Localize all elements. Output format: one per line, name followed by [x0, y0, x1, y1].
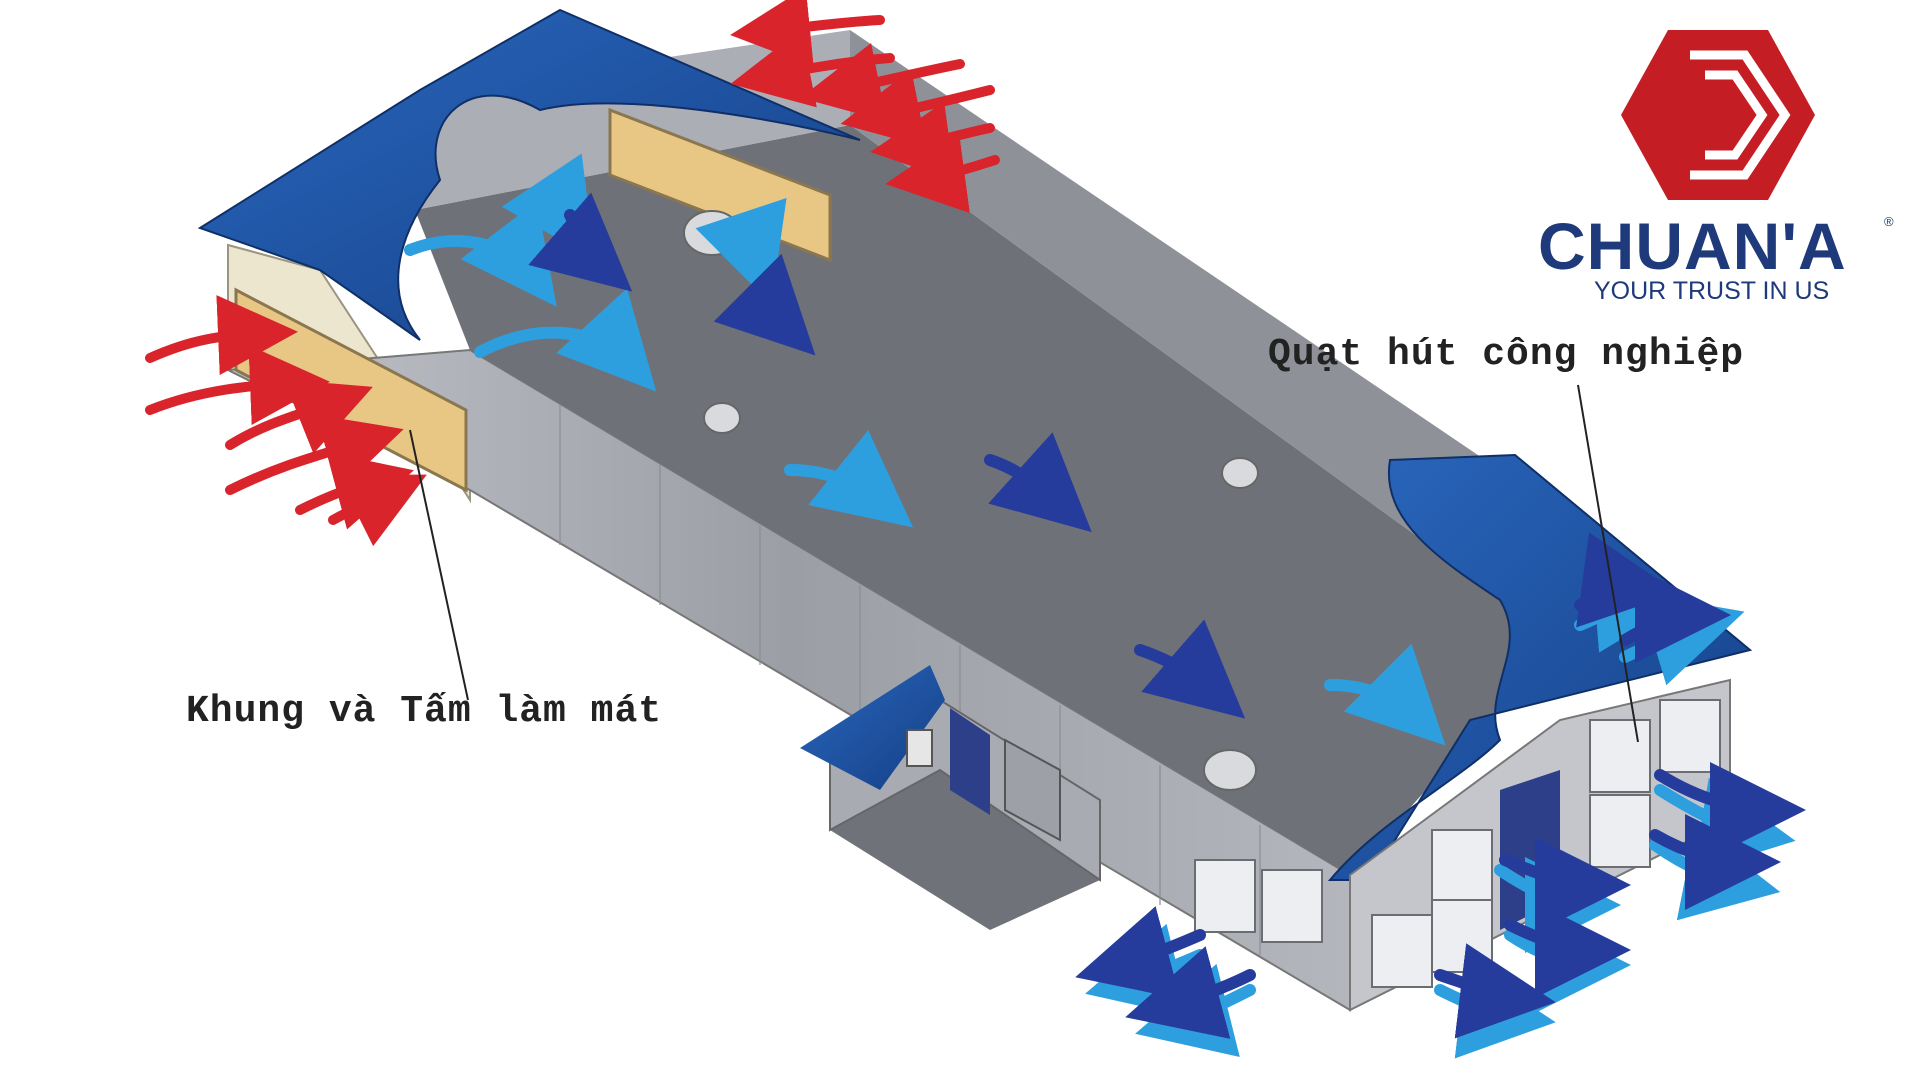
exhaust-fan — [1261, 869, 1323, 943]
hot-air-arrow — [145, 295, 298, 376]
circulation-fan — [1221, 457, 1259, 489]
exhaust-air-arrows — [528, 192, 1806, 1039]
control-room-annex — [800, 665, 1101, 930]
cool-air-arrow — [404, 201, 557, 307]
logo-hexagon — [1621, 30, 1815, 200]
leader-line-cooling-pad — [409, 429, 469, 701]
hot-air-arrow — [885, 133, 1000, 214]
exhaust-fan — [1431, 899, 1493, 973]
cooling-pad-label: Khung và Tấm làm mát — [186, 690, 663, 733]
exhaust-air-arrow — [1134, 619, 1246, 719]
hot-air-arrow — [225, 414, 404, 495]
roof-left — [197, 8, 861, 341]
exhaust-air-arrow — [1434, 943, 1556, 1039]
exhaust-air-arrow — [984, 432, 1092, 533]
exhaust-air-arrow — [1654, 761, 1806, 858]
registered-mark: ® — [1884, 214, 1894, 229]
cool-air-arrow — [784, 430, 914, 528]
wall-panel-lines — [559, 405, 1261, 955]
annex-roof — [800, 665, 945, 790]
hot-air-arrows — [145, 0, 1000, 547]
exhaust-air-arrow — [528, 192, 633, 292]
hot-air-arrow — [225, 379, 373, 454]
brand-name: CHUAN'A — [1538, 209, 1847, 283]
exhaust-air-arrow — [713, 253, 816, 356]
exhaust-fan — [1194, 859, 1256, 933]
exhaust-fan — [1431, 829, 1493, 903]
exhaust-air-arrow — [1619, 567, 1731, 664]
brand-logo-emblem — [1621, 30, 1815, 200]
circulation-fan — [683, 210, 741, 256]
hot-air-arrow — [145, 345, 330, 425]
barn-floor — [415, 125, 1560, 875]
cool-air-arrow — [474, 288, 657, 392]
annex-window — [1004, 738, 1061, 842]
hot-air-arrow — [730, 0, 885, 67]
cool-air-arrow — [1324, 643, 1446, 746]
roof-right — [1327, 453, 1753, 881]
annex-door — [950, 708, 990, 815]
brand-tagline: YOUR TRUST IN US — [1594, 277, 1830, 305]
control-panel — [906, 729, 933, 767]
exhaust-fans — [1194, 699, 1721, 988]
exhaust-fan — [1589, 794, 1651, 868]
exhaust-air-arrow — [1504, 901, 1631, 998]
exhaust-fan-label: Quạt hút công nghiệp — [1268, 333, 1745, 376]
back-long-wall — [850, 30, 1560, 640]
exhaust-fan — [1589, 719, 1651, 793]
leader-line-exhaust-fan — [1577, 384, 1639, 743]
exhaust-air-arrow — [1649, 813, 1781, 910]
leader-lines — [409, 384, 1639, 743]
exhaust-air-arrow — [1125, 946, 1256, 1039]
exhaust-fan — [1371, 914, 1433, 988]
logo-stripes — [1690, 50, 1791, 180]
circulation-fan — [703, 402, 741, 434]
circulation-fan — [1203, 749, 1257, 791]
exhaust-air-arrow — [1499, 836, 1631, 933]
hot-air-arrow — [328, 474, 427, 547]
exhaust-fan — [1659, 699, 1721, 773]
annex-floor — [830, 770, 1100, 930]
